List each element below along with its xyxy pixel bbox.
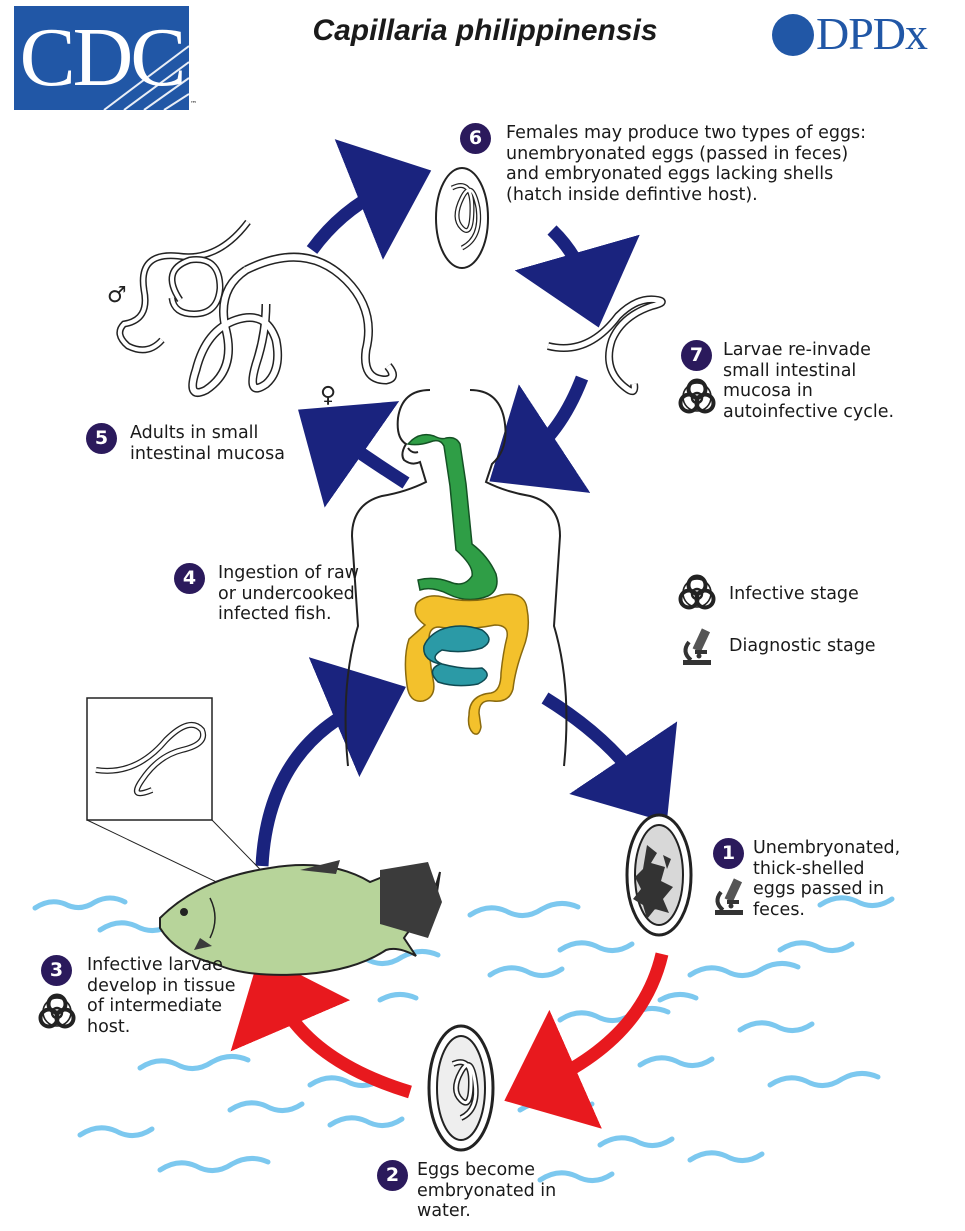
embryonated-egg-step-2 xyxy=(427,1024,495,1152)
step-1: 1 Unembryonated, thick-shelled eggs pass… xyxy=(713,838,913,928)
step-number: 3 xyxy=(41,955,72,986)
step-text-line: intestinal mucosa xyxy=(130,443,285,464)
trademark: ™ xyxy=(190,100,197,108)
cdc-logo: CDC xyxy=(14,6,189,110)
dpdx-logo-text: DPDx xyxy=(816,8,928,59)
step-text-line: of intermediate xyxy=(87,996,223,1016)
microscope-icon xyxy=(681,626,713,667)
step-text-line: (hatch inside defintive host). xyxy=(506,184,758,205)
embryonated-egg-step-6 xyxy=(435,167,489,269)
arrow-1-to-2 xyxy=(504,952,669,1129)
cdc-logo-text: CDC xyxy=(19,11,187,104)
step-3: 3 Infective larvae develop in tissue of … xyxy=(41,955,241,1045)
step-text-line: develop in tissue xyxy=(87,975,236,996)
step-text-line: infected fish. xyxy=(218,604,332,624)
step-2: 2 Eggs become embryonated in water. xyxy=(377,1160,577,1225)
step-text-line: Unembryonated, xyxy=(753,838,901,858)
arrow-3-to-human xyxy=(255,657,406,867)
step-text-line: Females may produce two types of eggs: xyxy=(506,123,867,143)
step-text-line: mucosa in xyxy=(723,381,813,401)
step-text-line: unembryonated eggs (passed in feces) xyxy=(506,143,849,164)
step-text-line: water. xyxy=(417,1201,471,1221)
step-text-line: autoinfective cycle. xyxy=(723,401,895,422)
step-text-line: Adults in small xyxy=(130,423,259,443)
arrow-2-to-3 xyxy=(230,954,412,1099)
arrow-human-to-5 xyxy=(298,401,410,508)
step-text-line: embryonated in xyxy=(417,1180,557,1201)
step-number: 7 xyxy=(681,340,712,371)
water-arrows xyxy=(230,952,669,1129)
larva-step-7 xyxy=(547,295,666,396)
step-text-line: thick-shelled xyxy=(753,858,865,879)
step-number: 2 xyxy=(377,1160,408,1191)
fish-illustration xyxy=(159,860,442,976)
digestive-tract xyxy=(404,433,530,735)
adult-worms-illustration xyxy=(116,219,397,397)
step-text-line: feces. xyxy=(753,899,805,920)
step-4: 4 Ingestion of raw or undercooked infect… xyxy=(174,563,364,633)
legend-infective-stage: Infective stage xyxy=(729,584,859,604)
step-text-line: eggs passed in xyxy=(753,879,885,899)
step-text-line: or undercooked xyxy=(218,583,355,604)
arrow-7-to-human xyxy=(489,375,591,493)
larva-inset-box xyxy=(86,697,286,911)
arrow-human-to-1 xyxy=(541,692,678,823)
step-text-line: small intestinal xyxy=(723,360,857,381)
legend-diagnostic-stage: Diagnostic stage xyxy=(729,636,876,656)
step-text-line: host. xyxy=(87,1016,131,1037)
arrow-6-to-7 xyxy=(514,225,640,328)
step-6: 6 Females may produce two types of eggs:… xyxy=(460,123,880,213)
step-text-line: and embryonated eggs lacking shells xyxy=(506,164,834,184)
step-number: 1 xyxy=(713,838,744,869)
microscope-icon xyxy=(772,14,814,56)
female-symbol: ♀ xyxy=(320,383,336,408)
arrow-5-to-6 xyxy=(306,139,432,260)
dpdx-logo: DPDx xyxy=(772,8,957,59)
step-7: 7 Larvae re-invade small intestinal muco… xyxy=(681,340,911,430)
male-symbol: ♂ xyxy=(107,283,127,308)
cycle-arrows xyxy=(255,139,678,867)
step-number: 4 xyxy=(174,563,205,594)
step-text-line: Eggs become xyxy=(417,1160,535,1180)
unembryonated-egg-step-1 xyxy=(625,813,693,937)
human-figure xyxy=(344,389,568,767)
page-title: Capillaria philippinensis xyxy=(312,14,658,47)
step-number: 6 xyxy=(460,123,491,154)
step-text-line: Ingestion of raw xyxy=(218,563,359,583)
step-number: 5 xyxy=(86,423,117,454)
biohazard-icon xyxy=(678,574,716,610)
step-5: 5 Adults in small intestinal mucosa xyxy=(86,423,296,468)
step-text-line: Infective larvae xyxy=(87,955,223,975)
step-text-line: Larvae re-invade xyxy=(723,340,871,360)
